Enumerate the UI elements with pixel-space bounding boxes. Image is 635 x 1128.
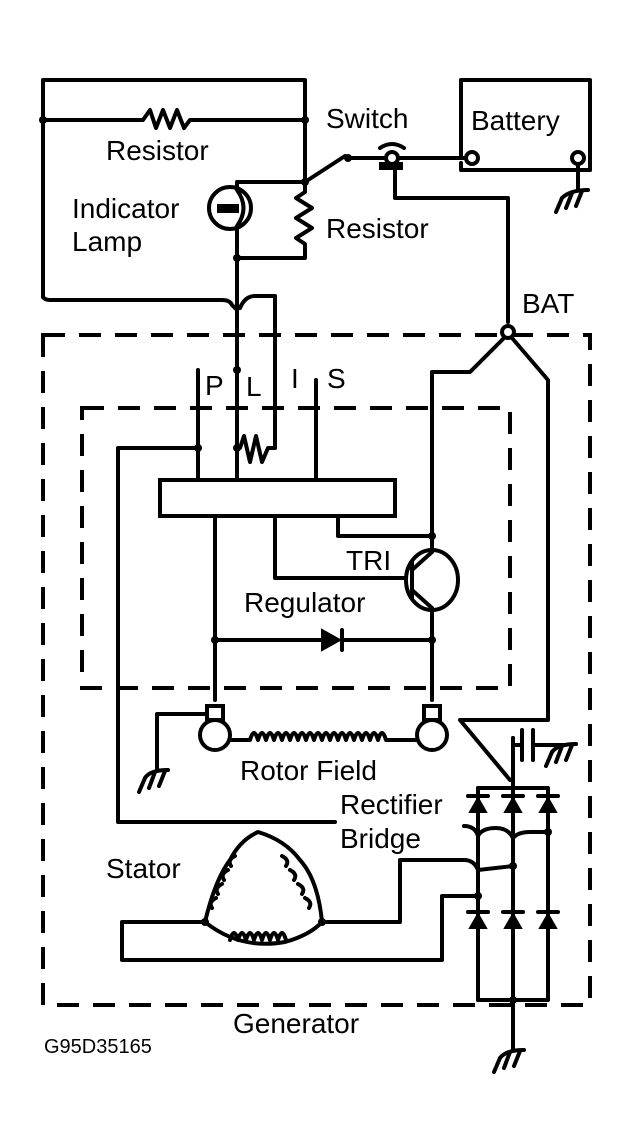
- label-stator: Stator: [106, 853, 181, 884]
- label-indicator-lamp-line2: Lamp: [72, 226, 142, 257]
- label-resistor-top: Resistor: [106, 135, 209, 166]
- label-regulator: Regulator: [244, 587, 365, 618]
- junction-dot: [233, 254, 241, 262]
- wire-top-loop: [41, 78, 307, 299]
- switch-contact: [344, 154, 352, 162]
- rectifier-diode-upper-icon: [466, 794, 560, 813]
- label-rotor-field: Rotor Field: [240, 755, 377, 786]
- label-terminal-l: L: [246, 371, 262, 402]
- label-rectifier-line2: Bridge: [340, 823, 421, 854]
- wire-switch-bat: [393, 166, 510, 324]
- wire-stator-b: [320, 864, 402, 924]
- rotor-field-coil-icon: [228, 731, 419, 742]
- tri-transistor-leads: [410, 550, 434, 610]
- switch-base: [379, 162, 403, 170]
- junction-dot: [194, 444, 202, 452]
- wire-bridge-phase-b: [398, 858, 515, 872]
- label-rectifier-line1: Rectifier: [340, 789, 443, 820]
- wire-rotor-ground: [155, 712, 209, 772]
- stator-winding-icon: [203, 830, 324, 946]
- wire-top-resistor: [41, 108, 307, 130]
- wire-ic-tri-collector: [336, 514, 434, 538]
- battery-box: [459, 78, 592, 172]
- resistor-right-icon: [235, 180, 314, 260]
- wire-ic-tri-base: [273, 514, 410, 580]
- battery-box-bottom: [459, 161, 592, 172]
- capacitor-icon: [511, 728, 567, 762]
- bat-terminal: [500, 324, 516, 340]
- wire-stator-c: [120, 894, 480, 962]
- generator-boundary: [41, 333, 592, 1007]
- brush-right-icon: [415, 704, 449, 752]
- label-indicator-lamp-line1: Indicator: [72, 193, 179, 224]
- ground-icon: [554, 188, 590, 214]
- label-bat: BAT: [522, 288, 574, 319]
- wire-bat-rectifier: [458, 336, 550, 782]
- junction-dot: [233, 444, 241, 452]
- junction-dot: [39, 116, 47, 124]
- diode-icon: [321, 628, 343, 652]
- label-terminal-s: S: [327, 363, 346, 394]
- junction-dot: [211, 636, 219, 644]
- label-switch: Switch: [326, 103, 408, 134]
- label-terminal-i: I: [291, 363, 299, 394]
- wire-loop-return: [41, 288, 239, 312]
- ground-icon: [492, 1048, 526, 1074]
- switch-contact-cap: [378, 142, 406, 150]
- wire-p-stator: [116, 446, 337, 824]
- junction-dot: [428, 636, 436, 644]
- label-resistor-right: Resistor: [326, 213, 429, 244]
- junction-dot: [233, 366, 241, 374]
- label-generator: Generator: [233, 1008, 359, 1039]
- label-battery: Battery: [471, 105, 560, 136]
- indicator-lamp-filament: [235, 188, 246, 228]
- wire-bat-regulator: [430, 336, 506, 582]
- ground-icon: [544, 742, 578, 768]
- switch-blade: [303, 154, 347, 184]
- rectifier-diode-lower-icon: [466, 910, 560, 929]
- label-tri: TRI: [346, 545, 391, 576]
- regulator-ic-block: [158, 478, 397, 518]
- terminal-i-resistor: [235, 333, 277, 464]
- regulator-boundary: [80, 406, 512, 690]
- indicator-lamp-element: [217, 204, 239, 213]
- ground-icon: [137, 768, 170, 794]
- wire-to-i: [238, 294, 277, 337]
- wire-bridge-phase-a: [462, 824, 550, 840]
- battery-positive-terminal: [464, 150, 480, 166]
- label-terminal-p: P: [205, 370, 224, 401]
- figure-code: G95D35165: [44, 1036, 152, 1058]
- wire-lamp-top: [235, 180, 307, 192]
